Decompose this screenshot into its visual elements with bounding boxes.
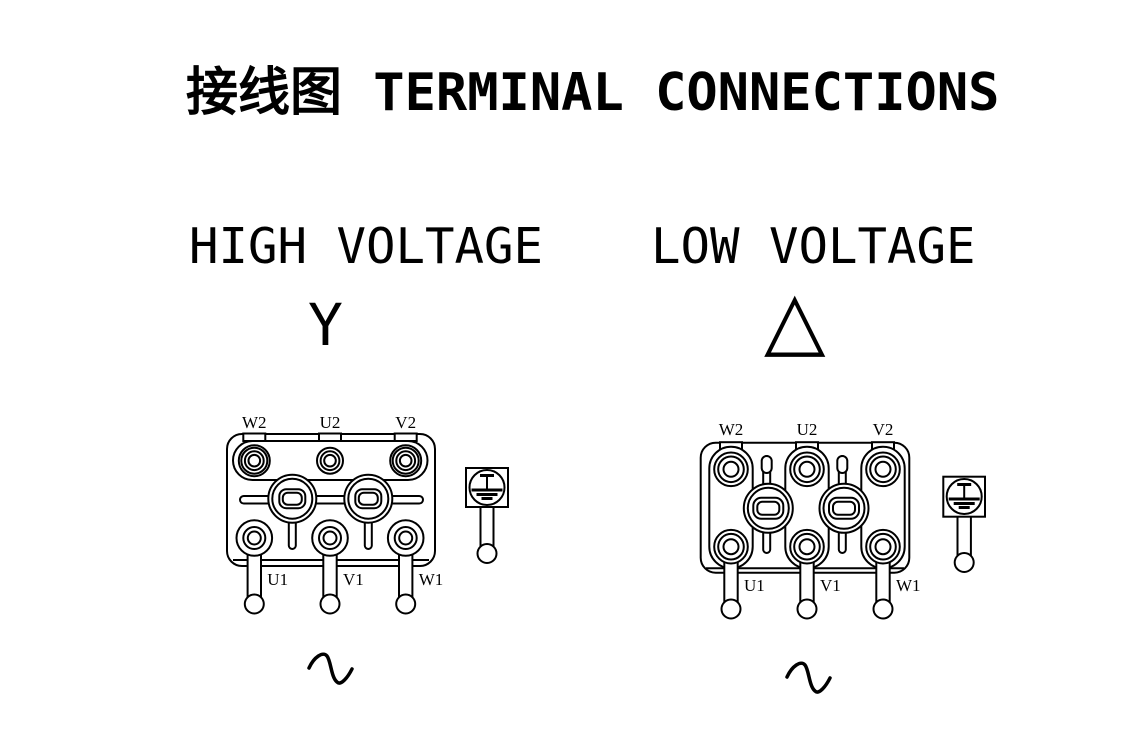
cable-gland-boss bbox=[742, 482, 794, 534]
cable-gland-boss bbox=[818, 482, 870, 534]
terminal-label: V2 bbox=[873, 420, 894, 439]
terminal-post-v2 bbox=[865, 451, 901, 488]
high-voltage-heading: HIGH VOLTAGE bbox=[189, 218, 544, 275]
star-connection-symbol: Y bbox=[308, 291, 343, 359]
terminal-label: V2 bbox=[395, 413, 416, 432]
earth-ground-icon bbox=[948, 483, 980, 509]
terminal-post-v1 bbox=[311, 519, 349, 557]
terminal-label: W1 bbox=[896, 576, 921, 595]
earth-ground-terminal bbox=[465, 467, 509, 564]
terminal-post-u1 bbox=[713, 528, 749, 565]
cable-gland-boss bbox=[267, 473, 318, 524]
terminal-label: W2 bbox=[719, 420, 744, 439]
terminal-post-u2 bbox=[789, 451, 825, 488]
ac-wave-icon bbox=[307, 652, 354, 685]
low-voltage-heading: LOW VOLTAGE bbox=[651, 218, 976, 275]
terminal-label: W2 bbox=[242, 413, 267, 432]
terminal-label: U1 bbox=[267, 570, 288, 589]
terminal-post-u1 bbox=[235, 519, 274, 557]
ac-wave-icon bbox=[785, 661, 832, 694]
terminal-label: U2 bbox=[320, 413, 341, 432]
terminal-post-u2 bbox=[316, 446, 344, 475]
earth-ground-icon bbox=[471, 474, 503, 500]
delta-connection-symbol: △ bbox=[764, 273, 826, 366]
terminal-label: W1 bbox=[419, 570, 444, 589]
terminal-label: U2 bbox=[797, 420, 818, 439]
terminal-label: V1 bbox=[343, 570, 364, 589]
terminal-post-w1 bbox=[386, 519, 425, 557]
terminal-label: V1 bbox=[820, 576, 841, 595]
delta-terminal-block-figure: W2 U2 V2 U1 V1 W1 bbox=[699, 420, 987, 694]
terminal-post-v2 bbox=[389, 444, 423, 478]
terminal-label: U1 bbox=[744, 576, 765, 595]
terminal-post-w2 bbox=[713, 451, 749, 488]
terminal-post-w1 bbox=[865, 528, 901, 565]
terminal-post-w2 bbox=[237, 444, 271, 478]
star-terminal-block-figure: W2 U2 V2 U1 V1 W1 bbox=[226, 413, 509, 685]
page-title: 接线图 TERMINAL CONNECTIONS bbox=[186, 63, 1000, 123]
earth-ground-terminal bbox=[942, 475, 987, 573]
terminal-post-v1 bbox=[789, 528, 825, 565]
cable-gland-boss bbox=[343, 473, 394, 524]
